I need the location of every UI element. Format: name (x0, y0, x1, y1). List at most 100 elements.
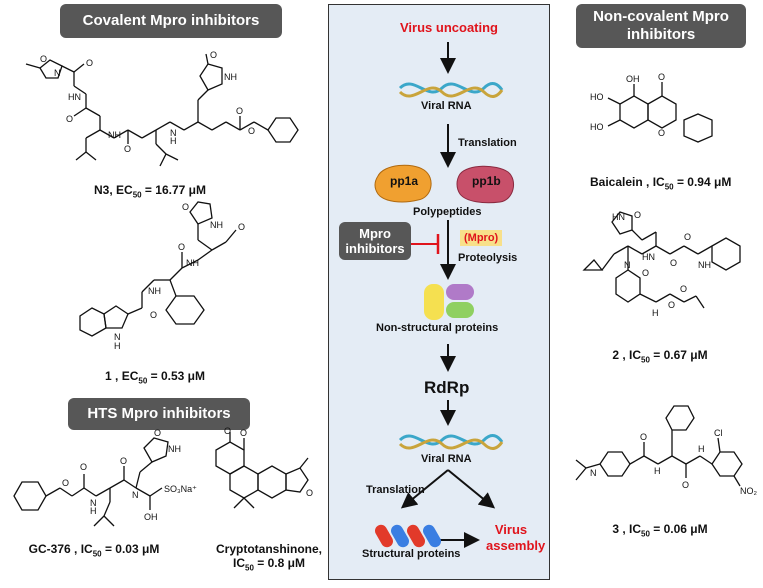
compound-2-structure: HN O O O NH HN N O H O O (582, 210, 741, 318)
atom-O: O (634, 210, 641, 220)
atom-O: O (86, 58, 93, 68)
pp1b-label: pp1b (472, 174, 501, 188)
compound-3-caption: 3 , IC50 = 0.06 μM (612, 522, 708, 539)
baicalein-caption: Baicalein , IC50 = 0.94 μM (590, 175, 732, 192)
mpro-inhibitors-label: Mpro inhibitors (345, 226, 405, 256)
covalent-inhibitors-header: Covalent Mpro inhibitors (60, 4, 282, 38)
atom-Cl: Cl (714, 428, 723, 438)
atom-OH: OH (144, 512, 158, 522)
translation-label-2: Translation (366, 484, 425, 496)
atom-O: O (154, 428, 161, 438)
gc376-structure: O O N H O N SO₃Na⁺ OH NH O (13, 428, 197, 527)
atom-NH: NH (210, 220, 223, 230)
nsp-yellow-icon (424, 284, 444, 320)
flow-arrows (374, 42, 515, 548)
atom-O: O (240, 428, 247, 438)
nsp-green-icon (446, 302, 474, 318)
nsp-purple-icon (446, 284, 474, 300)
atom-O: O (40, 54, 47, 64)
virus-uncoating-label: Virus uncoating (400, 20, 498, 35)
atom-H: H (170, 136, 177, 146)
pp1b-blob-icon (456, 165, 515, 204)
atom-O: O (62, 478, 69, 488)
atom-O: O (658, 72, 665, 82)
atom-N: N (114, 332, 121, 342)
noncovalent-inhibitors-header: Non-covalent Mpro inhibitors (576, 4, 746, 48)
atom-O: O (150, 310, 157, 320)
atom-O: O (182, 202, 189, 212)
compound-2-caption: 2 , IC50 = 0.67 μM (612, 348, 708, 365)
atom-O: O (658, 128, 665, 138)
nonstructural-proteins-label: Non-structural proteins (376, 322, 499, 334)
compound-3-structure: N O H O H Cl NO₂ (575, 405, 758, 496)
atom-H: H (652, 308, 659, 318)
atom-NH: NH (698, 260, 711, 270)
compound-1-caption: 1 , EC50 = 0.53 μM (105, 369, 205, 386)
atom-O: O (682, 480, 689, 490)
atom-O: O (248, 126, 255, 136)
hts-inhibitors-title: HTS Mpro inhibitors (87, 405, 231, 422)
cryptotanshinone-structure: O O O (215, 426, 313, 509)
translation-label-1: Translation (458, 137, 517, 149)
structural-proteins-label: Structural proteins (362, 548, 461, 560)
atom-H: H (90, 506, 97, 516)
sp-capsule-icon (391, 524, 409, 548)
sp-capsule-icon (407, 524, 425, 548)
pp1a-blob-icon (374, 164, 432, 203)
n3-structure: N O O HN O NH O N H O NH O O (25, 50, 299, 167)
atom-HO: HO (590, 92, 604, 102)
rna-helix-icon (398, 434, 504, 450)
atom-N: N (90, 498, 97, 508)
atom-O: O (210, 50, 217, 60)
atom-O: O (238, 222, 245, 232)
compound-1-structure: O NH O NH O NH O N H (79, 201, 245, 351)
atom-NH: NH (148, 286, 161, 296)
viral-rna-label-1: Viral RNA (421, 100, 472, 112)
atom-O: O (668, 300, 675, 310)
mpro-inhibitors-box: Mpro inhibitors (339, 222, 411, 260)
atom-HN: HN (612, 212, 625, 222)
atom-H: H (114, 341, 121, 351)
covalent-inhibitors-title: Covalent Mpro inhibitors (82, 12, 260, 29)
atom-O: O (680, 284, 687, 294)
polypeptides-label: Polypeptides (413, 206, 482, 218)
atom-OH: OH (626, 74, 640, 84)
atom-O: O (640, 432, 647, 442)
atom-HO: HO (590, 122, 604, 132)
atom-NO2: NO₂ (740, 486, 758, 496)
atom-N: N (132, 490, 139, 500)
atom-SO3Na: SO₃Na⁺ (164, 484, 197, 494)
atom-O: O (306, 488, 313, 498)
atom-O: O (236, 106, 243, 116)
atom-N: N (624, 260, 631, 270)
atom-NH: NH (224, 72, 237, 82)
atom-O: O (224, 426, 231, 436)
atom-N: N (590, 468, 597, 478)
atom-N: N (170, 128, 177, 138)
atom-O: O (120, 456, 127, 466)
atom-O: O (684, 232, 691, 242)
atom-O: O (124, 144, 131, 154)
atom-NH: NH (168, 444, 181, 454)
proteolysis-label: Proteolysis (458, 252, 518, 264)
atom-O: O (642, 268, 649, 278)
rna-helix-icon (398, 82, 504, 98)
n3-caption: N3, EC50 = 16.77 μM (94, 183, 206, 200)
pp1a-label: pp1a (390, 174, 419, 188)
gc376-caption: GC-376 , IC50 = 0.03 μM (28, 542, 160, 559)
atom-O: O (178, 242, 185, 252)
sp-capsule-icon (375, 524, 393, 548)
atom-O: O (80, 462, 87, 472)
hts-inhibitors-header: HTS Mpro inhibitors (68, 398, 250, 430)
noncovalent-inhibitors-title: Non-covalent Mpro inhibitors (593, 8, 729, 43)
atom-H: H (698, 444, 705, 454)
atom-N: N (54, 68, 61, 78)
atom-O: O (66, 114, 73, 124)
atom-NH: NH (108, 130, 121, 140)
rdrp-label: RdRp (424, 378, 470, 397)
cryptotanshinone-caption: Cryptotanshinone, IC50 = 0.8 μM (215, 542, 322, 573)
atom-HN: HN (68, 92, 81, 102)
atom-O: O (670, 258, 677, 268)
sp-capsule-icon (423, 524, 441, 548)
virus-assembly-label: Virus assembly (486, 522, 546, 553)
